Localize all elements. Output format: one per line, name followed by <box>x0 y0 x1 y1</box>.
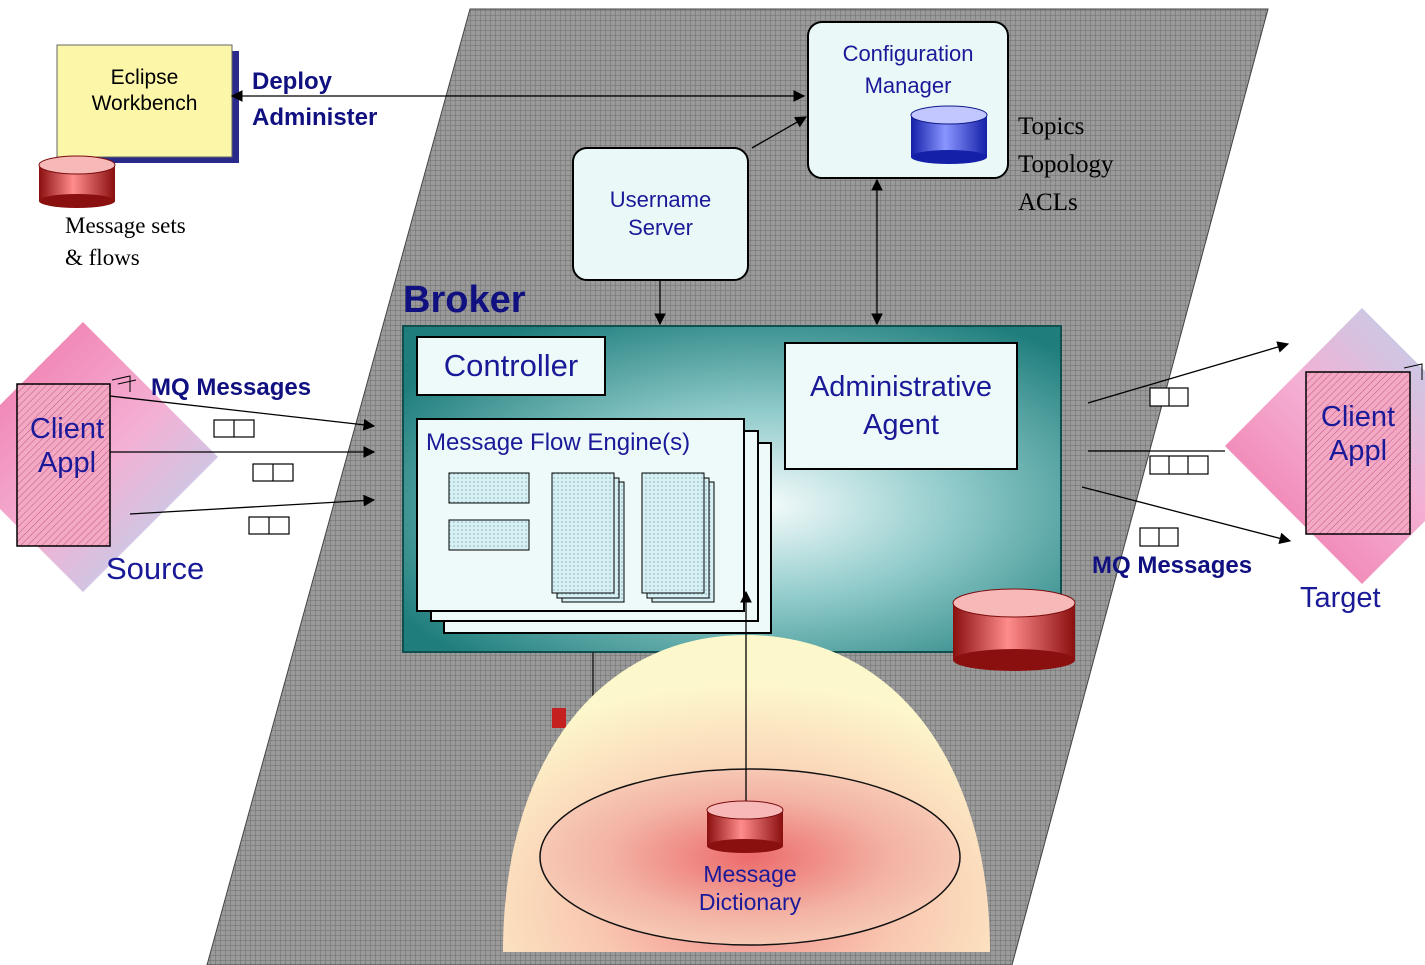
target-client-corner <box>1403 363 1423 380</box>
engine-label: Message Flow Engine(s) <box>426 429 691 456</box>
username-server-label: Username Server <box>573 148 748 280</box>
small-db-marker <box>552 708 566 728</box>
message-envelope-icon <box>1149 387 1189 407</box>
admin-agent-line1: Administrative <box>809 371 993 403</box>
flow-node-stack <box>641 472 705 594</box>
target-msg-arrow <box>1081 486 1292 545</box>
eclipse-label-line2: Workbench <box>91 92 198 115</box>
workbench-database-icon <box>38 155 116 208</box>
message-envelope-icon <box>252 463 294 482</box>
repo-label-line2: & flows <box>65 245 140 270</box>
broker-title: Broker <box>403 279 526 321</box>
flow-node <box>448 519 530 551</box>
source-client-line2: Appl <box>37 447 97 479</box>
target-client-line2: Appl <box>1328 435 1388 467</box>
eclipse-label-line1: Eclipse <box>110 66 179 89</box>
source-client-label: Client Appl <box>17 412 117 480</box>
administer-label: Administer <box>252 104 378 131</box>
config-label-line1: Configuration <box>842 41 974 66</box>
username-label-line1: Username <box>609 187 712 212</box>
source-messages-label: MQ Messages <box>151 374 312 401</box>
controller-label: Controller <box>443 348 579 383</box>
broker-database-icon <box>952 588 1076 671</box>
note-acls: ACLs <box>1018 189 1078 216</box>
eclipse-workbench-label: Eclipse Workbench <box>57 45 232 157</box>
target-label: Target <box>1300 582 1381 614</box>
source-client-corner <box>111 375 137 392</box>
admin-agent-label: Administrative Agent <box>785 343 1017 469</box>
eclipse-box <box>56 44 233 158</box>
dictionary-database-icon <box>706 800 784 853</box>
source-client-box <box>16 383 111 547</box>
target-client-label: Client Appl <box>1306 400 1410 468</box>
message-envelope-icon <box>213 419 255 438</box>
message-envelope-icon <box>1149 455 1209 475</box>
dictionary-line1: Message <box>703 861 797 887</box>
message-envelope-icon <box>1139 527 1179 547</box>
dictionary-oval <box>539 768 961 946</box>
config-label-line2: Manager <box>864 73 952 98</box>
source-client-line1: Client <box>29 413 105 445</box>
workbench-repo-label: Message sets & flows <box>65 210 186 274</box>
flow-node <box>448 472 530 504</box>
repo-label-line1: Message sets <box>65 213 186 238</box>
username-server-box <box>572 147 749 281</box>
username-to-config-arrow <box>751 116 808 149</box>
source-msg-arrow <box>109 395 376 431</box>
source-msg-arrow <box>129 494 376 515</box>
config-manager-label: Configuration Manager <box>808 38 1008 102</box>
note-topology: Topology <box>1018 151 1114 178</box>
source-label: Source <box>106 551 205 586</box>
flow-node-stack <box>551 472 615 594</box>
config-notes: Topics Topology ACLs <box>1018 108 1113 222</box>
admin-agent-box <box>784 342 1018 470</box>
dictionary-line2: Dictionary <box>698 889 802 915</box>
message-envelope-icon <box>248 516 290 535</box>
admin-agent-line2: Agent <box>863 409 939 441</box>
deploy-label: Deploy <box>252 68 333 95</box>
target-messages-label: MQ Messages <box>1092 552 1253 579</box>
target-client-line1: Client <box>1320 401 1396 433</box>
dictionary-label: Message Dictionary <box>650 860 850 916</box>
controller-box <box>416 336 606 396</box>
config-database-icon <box>910 105 988 164</box>
target-client-box <box>1305 371 1411 535</box>
username-label-line2: Server <box>628 215 693 240</box>
note-topics: Topics <box>1018 113 1085 140</box>
target-msg-arrow <box>1087 341 1290 404</box>
deploy-administer-label: Deploy Administer <box>252 64 377 136</box>
